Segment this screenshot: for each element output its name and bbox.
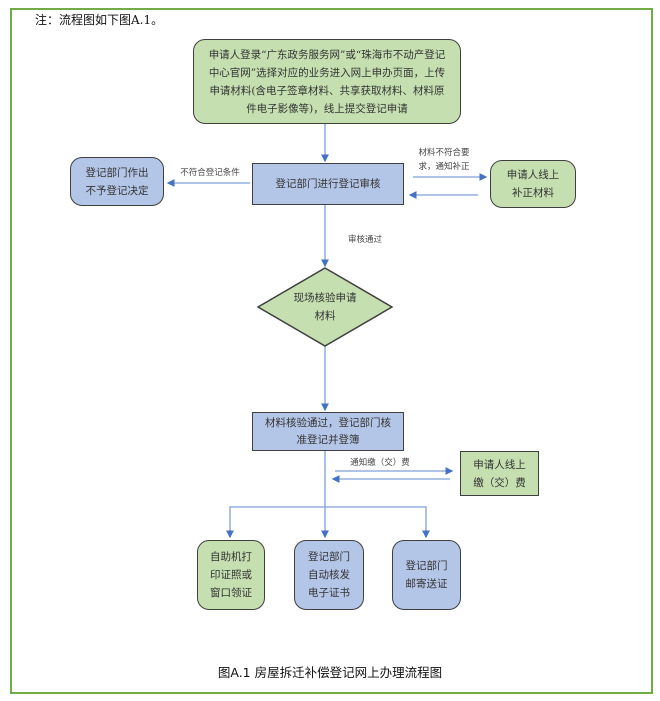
- figure-frame: [10, 8, 653, 694]
- branch-line: [229, 506, 427, 537]
- verify-diamond: [256, 267, 394, 347]
- node-submit: 申请人登录“广东政务服务网”或“珠海市不动产登记中心官网”选择对应的业务进入网上…: [193, 39, 461, 124]
- label-passed: 审核通过: [347, 235, 382, 245]
- node-review: 登记部门进行登记审核: [252, 163, 404, 205]
- node-out-mail: 登记部门邮寄送证: [392, 540, 461, 610]
- node-pay: 申请人线上缴（交）费: [460, 451, 539, 496]
- label-notify-fee: 通知缴（交）费: [350, 458, 410, 468]
- figure-caption: 图A.1 房屋拆迁补偿登记网上办理流程图: [217, 665, 443, 680]
- node-approve: 材料核验通过，登记部门核准登记并登簿: [252, 412, 404, 451]
- label-not-eligible: 不符合登记条件: [180, 168, 240, 178]
- node-out-self: 自助机打印证照或窗口领证: [197, 540, 265, 610]
- node-supplement: 申请人线上补正材料: [490, 160, 576, 208]
- node-reject: 登记部门作出不予登记决定: [70, 157, 164, 206]
- node-verify-text: 现场核验申请材料: [293, 292, 357, 322]
- label-not-meet: 材料不符合要求，通知补正: [418, 148, 470, 172]
- node-out-electronic: 登记部门自动核发电子证书: [294, 540, 364, 610]
- figure-note: 注：流程图如下图A.1。: [35, 13, 164, 27]
